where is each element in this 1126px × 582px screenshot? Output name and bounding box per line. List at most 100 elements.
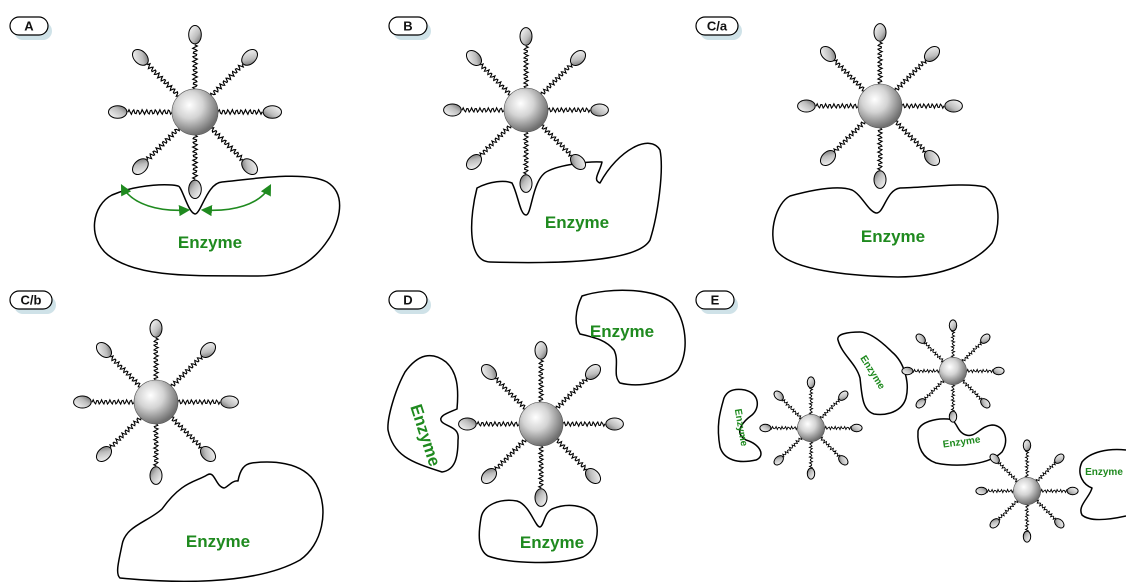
wavy-linker-icon [925,380,945,401]
wavy-linker-icon [965,369,992,372]
nanoparticle-core-icon [797,414,824,441]
ligand-headgroup-icon [874,171,886,189]
wavy-linker-icon [894,61,926,93]
enzyme-label-b: Enzyme [545,213,609,232]
wavy-linker-icon [809,440,812,467]
wavy-linker-icon [495,437,527,469]
wavy-linker-icon [540,65,572,97]
enzyme-blob-icon [94,176,339,276]
wavy-linker-icon [1025,503,1028,530]
wavy-linker-icon [809,388,812,415]
wavy-linker-icon [92,400,136,404]
wavy-linker-icon [110,415,142,447]
ligand-headgroup-icon [129,156,151,178]
wavy-linker-icon [951,331,954,358]
ligand-headgroup-icon [922,148,943,169]
ligand-headgroup-icon [464,48,485,69]
enzyme-label-e-4: Enzyme [1085,467,1123,478]
ligand-headgroup-icon [94,444,115,465]
panel-badge-cb: C/b [10,291,56,314]
ligand-headgroup-icon [263,106,281,119]
ligand-headgroup-icon [221,396,239,408]
ligand-headgroup-icon [568,48,589,69]
panel-badge-b: B [389,17,431,40]
panel-badge-ca: C/a [696,17,742,40]
wavy-linker-icon [893,120,925,152]
ligand-headgroup-icon [945,100,963,112]
wavy-linker-icon [878,42,882,86]
ligand-headgroup-icon [444,104,462,116]
wavy-linker-icon [539,360,543,404]
wavy-linker-icon [209,127,243,161]
wavy-linker-icon [154,338,158,382]
panel-label-ca: C/a [707,19,728,34]
wavy-linker-icon [783,437,803,458]
wavy-linker-icon [913,369,940,372]
ligand-headgroup-icon [1023,440,1030,451]
ligand-headgroup-icon [535,489,547,507]
ligand-headgroup-icon [464,152,485,173]
wavy-linker-icon [820,399,840,420]
panel-label-e: E [711,293,720,308]
ligand-headgroup-icon [902,367,913,374]
wavy-linker-icon [546,108,590,112]
wavy-linker-icon [1039,489,1066,492]
wavy-linker-icon [816,104,860,108]
wavy-linker-icon [539,444,543,488]
ligand-headgroup-icon [760,424,771,431]
nanoparticle-core-icon [134,380,178,424]
wavy-linker-icon [128,110,174,115]
enzyme-label-d-top: Enzyme [590,322,654,341]
wavy-linker-icon [193,45,198,91]
ligand-headgroup-icon [591,104,609,116]
ligand-headgroup-icon [976,487,987,494]
enzyme-label-d-left: Enzyme [406,402,444,469]
nanoparticle-core-icon [504,88,548,132]
ligand-headgroup-icon [150,320,162,338]
wavy-linker-icon [823,426,850,429]
wavy-linker-icon [176,400,220,404]
panel-badge-d: D [389,291,431,314]
ligand-headgroup-icon [818,44,839,65]
ligand-headgroup-icon [583,362,604,383]
wavy-linker-icon [524,130,528,174]
ligand-headgroup-icon [189,180,202,198]
ligand-headgroup-icon [459,418,477,430]
ligand-headgroup-icon [922,44,943,65]
ligand-headgroup-icon [94,340,115,361]
wavy-linker-icon [1036,500,1057,520]
wavy-linker-icon [835,60,867,92]
ligand-headgroup-icon [535,342,547,360]
enzyme-label-e-2: Enzyme [857,354,887,392]
panel-label-b: B [403,19,412,34]
ligand-headgroup-icon [606,418,624,430]
wavy-linker-icon [555,379,587,411]
nanoparticle-core-icon [1013,477,1040,504]
nanoparticle-star [760,377,862,479]
wavy-linker-icon [169,416,201,448]
enzyme-label-d-bottom: Enzyme [520,533,584,552]
wavy-linker-icon [554,438,586,470]
enzyme-label-e-3: Enzyme [942,434,981,450]
enzyme-label-e-1: Enzyme [732,408,749,448]
enzyme-label-a: Enzyme [178,233,242,252]
nanoparticle-core-icon [519,402,563,446]
enzyme-label-cb: Enzyme [186,532,250,551]
ligand-headgroup-icon [568,152,589,173]
nanoparticle-star [444,28,609,193]
wavy-linker-icon [771,426,798,429]
nanoparticle-core-icon [858,84,902,128]
ligand-headgroup-icon [993,367,1004,374]
nanoparticle-star [976,440,1078,542]
ligand-headgroup-icon [520,28,532,46]
ligand-headgroup-icon [479,362,500,383]
wavy-linker-icon [782,400,803,420]
ligand-headgroup-icon [198,340,219,361]
wavy-linker-icon [834,119,866,151]
ligand-headgroup-icon [1067,487,1078,494]
ligand-headgroup-icon [583,466,604,487]
wavy-linker-icon [170,357,202,389]
wavy-linker-icon [147,126,181,160]
ligand-headgroup-icon [520,175,532,193]
